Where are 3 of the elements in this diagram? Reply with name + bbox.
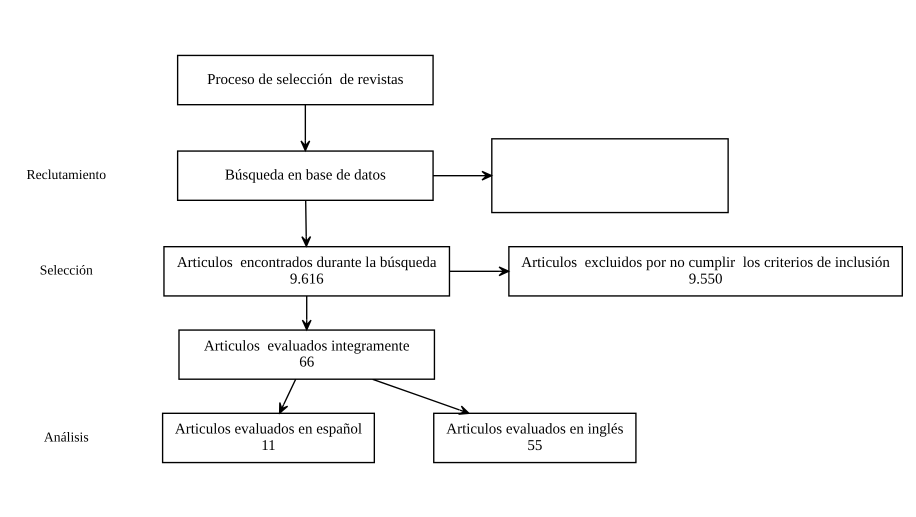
label: Análisis (44, 428, 89, 444)
label: Selección (40, 262, 93, 278)
label: Reclutamiento (26, 166, 106, 182)
